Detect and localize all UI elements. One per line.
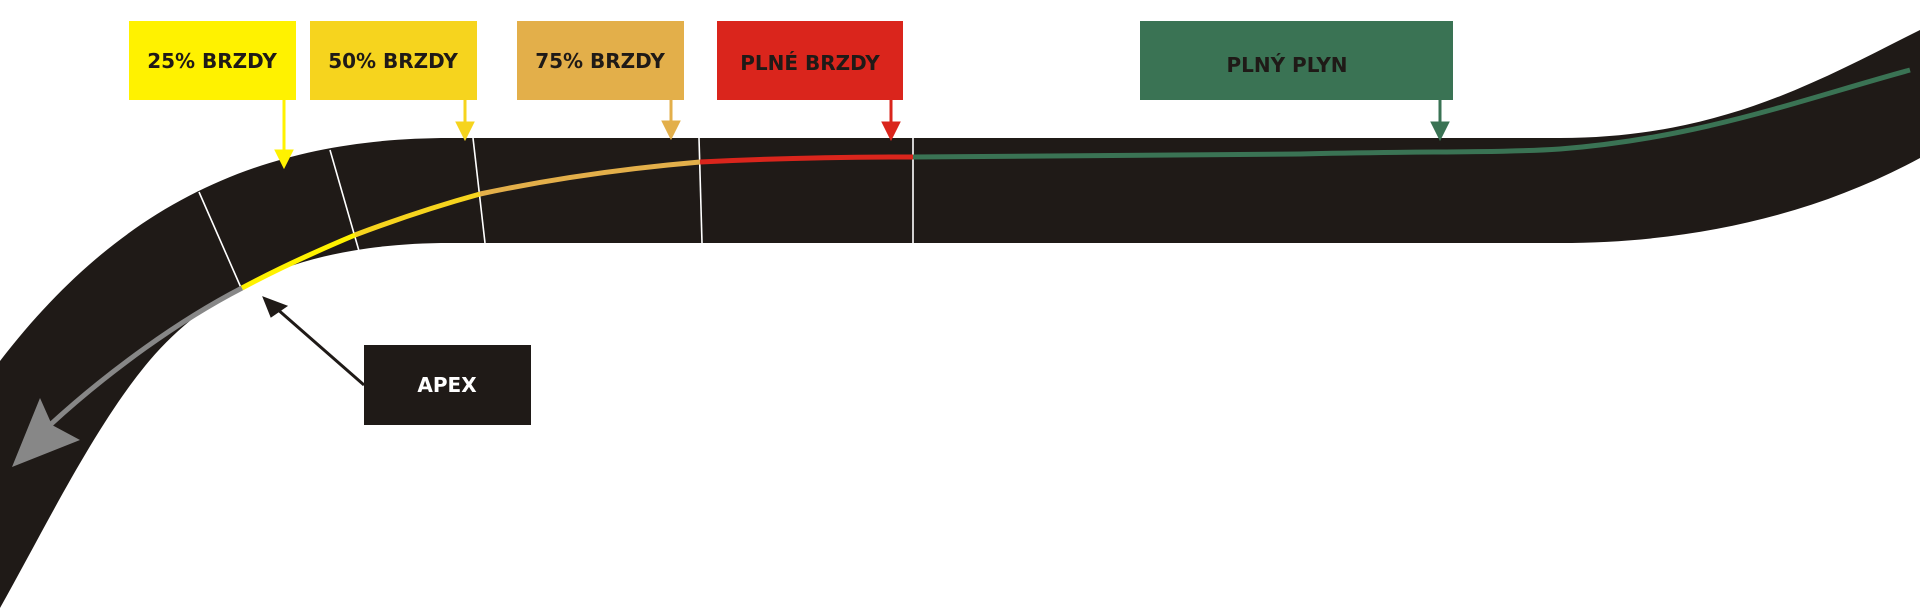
- racing-line-25: [240, 232, 356, 291]
- racing-line-50: [354, 191, 481, 238]
- racing-line-75: [479, 159, 701, 197]
- pointer-full-brake: [881, 100, 901, 142]
- zone-divider: [198, 191, 243, 291]
- label-brake-75: 75% BRZDY: [517, 21, 684, 100]
- label-full-throttle: PLNÝ PLYN: [1140, 21, 1453, 100]
- label-full-brake-text: PLNÉ BRZDY: [740, 51, 880, 75]
- road-surface: [0, 30, 1920, 608]
- pointer-75: [661, 100, 681, 141]
- pointer-50: [455, 100, 475, 142]
- zone-divider: [472, 137, 486, 244]
- arrow-down-icon: [1430, 121, 1450, 142]
- racing-line-full-brake: [699, 154, 914, 165]
- arrow-up-left-icon: [262, 296, 289, 318]
- label-brake-75-text: 75% BRZDY: [535, 49, 665, 73]
- racing-line-exit: [48, 285, 244, 427]
- label-apex: APEX: [364, 345, 531, 425]
- arrow-down-icon: [881, 121, 901, 142]
- label-brake-25-text: 25% BRZDY: [147, 49, 277, 73]
- pointer-full-throttle: [1430, 100, 1450, 142]
- label-brake-50: 50% BRZDY: [310, 21, 477, 100]
- label-full-brake: PLNÉ BRZDY: [717, 21, 903, 100]
- exit-arrow-icon: [12, 398, 80, 467]
- racing-line-full-throttle: [912, 67, 1911, 160]
- arrow-down-icon: [661, 120, 681, 141]
- pointer-25: [274, 100, 294, 170]
- label-full-throttle-text: PLNÝ PLYN: [1226, 53, 1347, 77]
- label-apex-text: APEX: [417, 373, 477, 397]
- zone-divider: [698, 137, 703, 244]
- apex-pointer: [262, 296, 365, 387]
- label-brake-25: 25% BRZDY: [129, 21, 296, 100]
- arrow-down-icon: [274, 149, 294, 170]
- arrow-down-icon: [455, 121, 475, 142]
- label-brake-50-text: 50% BRZDY: [328, 49, 458, 73]
